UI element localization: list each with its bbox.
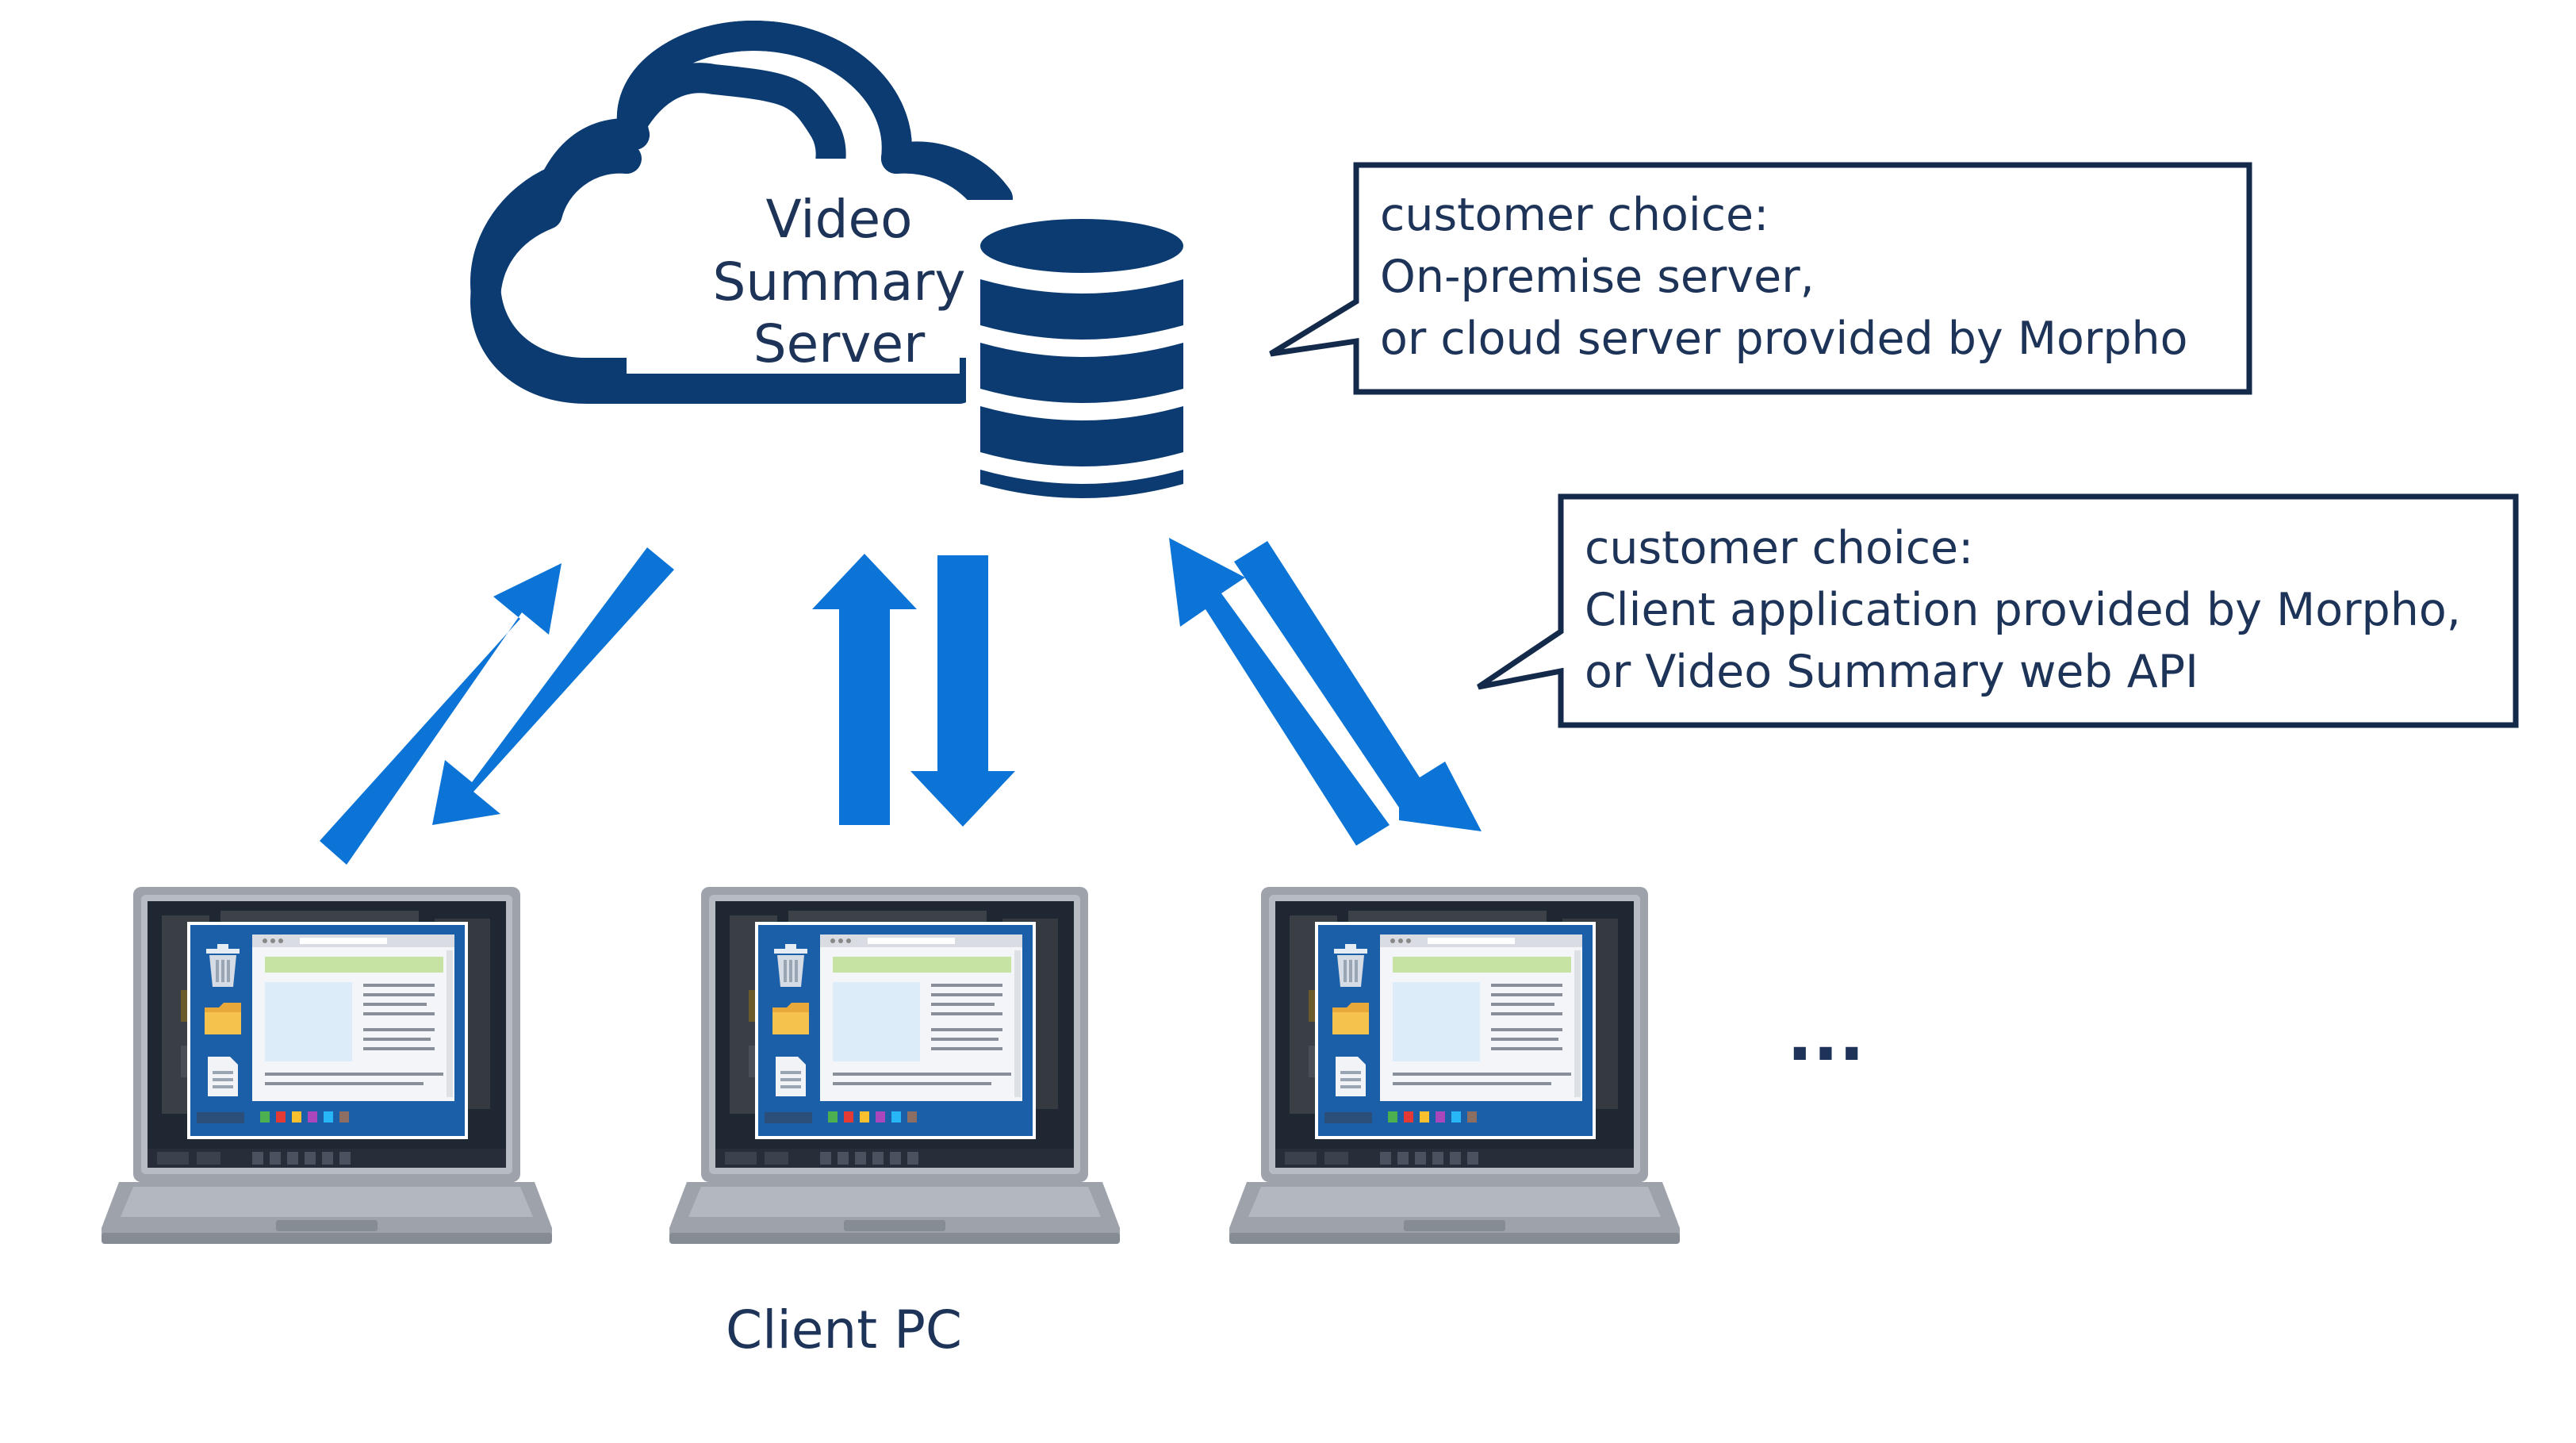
client-pc-label: Client PC (726, 1299, 962, 1360)
laptop-icon-2 (668, 885, 1121, 1245)
server-label-line3: Server (753, 313, 926, 374)
callout-client-line2: Client application provided by Morpho, (1585, 584, 2461, 636)
arrow-left-up (320, 563, 562, 865)
laptop-icon-1 (100, 885, 554, 1245)
callout-client-line1: customer choice: (1585, 522, 1973, 574)
callout-server-choice: customer choice: On-premise server, or c… (1269, 162, 2252, 395)
callout-client-choice: customer choice: Client application prov… (1477, 493, 2519, 728)
more-clients-indicator: ... (1787, 997, 1865, 1076)
arrow-right-up (1169, 538, 1390, 846)
server-label-line1: Video (766, 189, 913, 250)
callout-server-line3: or cloud server provided by Morpho (1380, 313, 2188, 365)
arrow-left-down (432, 547, 674, 825)
laptop-icon-3 (1228, 885, 1681, 1245)
database-icon (966, 200, 1198, 517)
callout-server-line2: On-premise server, (1380, 251, 1815, 303)
arrow-right-down (1234, 541, 1482, 831)
arrow-middle-down (910, 555, 1015, 827)
arrow-middle-up (812, 554, 917, 825)
callout-server-line1: customer choice: (1380, 189, 1769, 241)
server-label-line2: Summary (713, 251, 966, 313)
callout-client-line3: or Video Summary web API (1585, 646, 2198, 698)
